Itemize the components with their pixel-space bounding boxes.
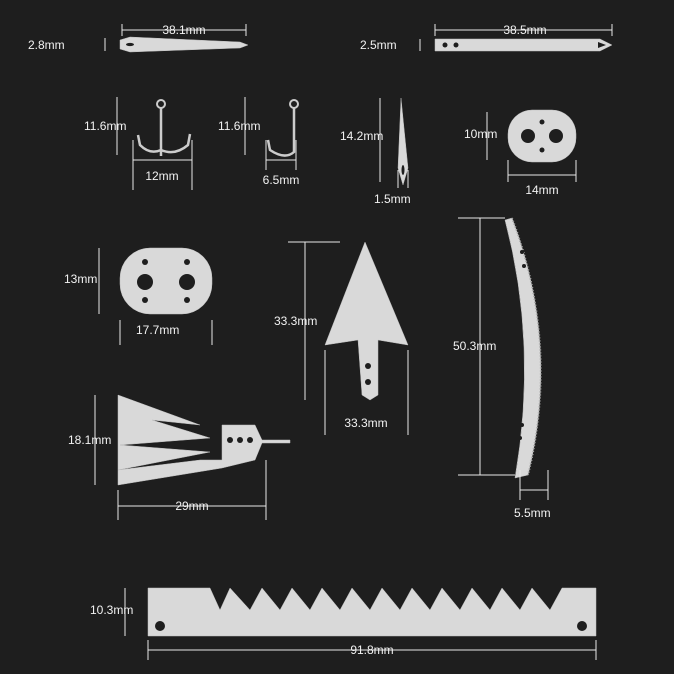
fish-spear-width-label: 29mm <box>175 499 208 513</box>
single-hook: 11.6mm 6.5mm <box>218 97 299 187</box>
needle-1-width-label: 2.8mm <box>28 38 65 52</box>
needle-1: 38.1mm 2.8mm <box>28 23 249 53</box>
curved-saw-height-label: 50.3mm <box>453 339 496 353</box>
single-hook-height-label: 11.6mm <box>218 119 260 133</box>
saw-blade: 10.3mm 91.8mm <box>90 587 597 660</box>
large-plate-height-label: 13mm <box>64 272 97 286</box>
triple-hook: 11.6mm 12mm <box>84 97 193 190</box>
needle-2-width-label: 2.5mm <box>360 38 397 52</box>
arrowhead: 33.3mm 33.3mm <box>274 241 409 435</box>
needle-2-length-label: 38.5mm <box>503 23 546 37</box>
small-needle-height-label: 14.2mm <box>340 129 383 143</box>
needle-2: 38.5mm 2.5mm <box>360 23 613 52</box>
saw-blade-height-label: 10.3mm <box>90 603 133 617</box>
small-needle: 14.2mm 1.5mm <box>340 97 411 206</box>
arrowhead-height-label: 33.3mm <box>274 314 317 328</box>
fish-spear: 18.1mm 29mm <box>68 394 291 520</box>
triple-hook-width-label: 12mm <box>145 169 178 183</box>
small-plate-width-label: 14mm <box>525 183 558 197</box>
small-plate: 10mm 14mm <box>464 109 577 197</box>
curved-saw: 50.3mm 5.5mm <box>453 217 551 520</box>
needle-1-length-label: 38.1mm <box>162 23 205 37</box>
arrowhead-width-label: 33.3mm <box>344 416 387 430</box>
saw-blade-width-label: 91.8mm <box>350 643 393 657</box>
small-plate-height-label: 10mm <box>464 127 497 141</box>
fish-spear-height-label: 18.1mm <box>68 433 111 447</box>
small-needle-width-label: 1.5mm <box>374 192 411 206</box>
curved-saw-width-label: 5.5mm <box>514 506 551 520</box>
large-plate: 13mm 17.7mm <box>64 247 213 345</box>
single-hook-width-label: 6.5mm <box>263 173 300 187</box>
triple-hook-height-label: 11.6mm <box>84 119 126 133</box>
large-plate-width-label: 17.7mm <box>136 323 179 337</box>
